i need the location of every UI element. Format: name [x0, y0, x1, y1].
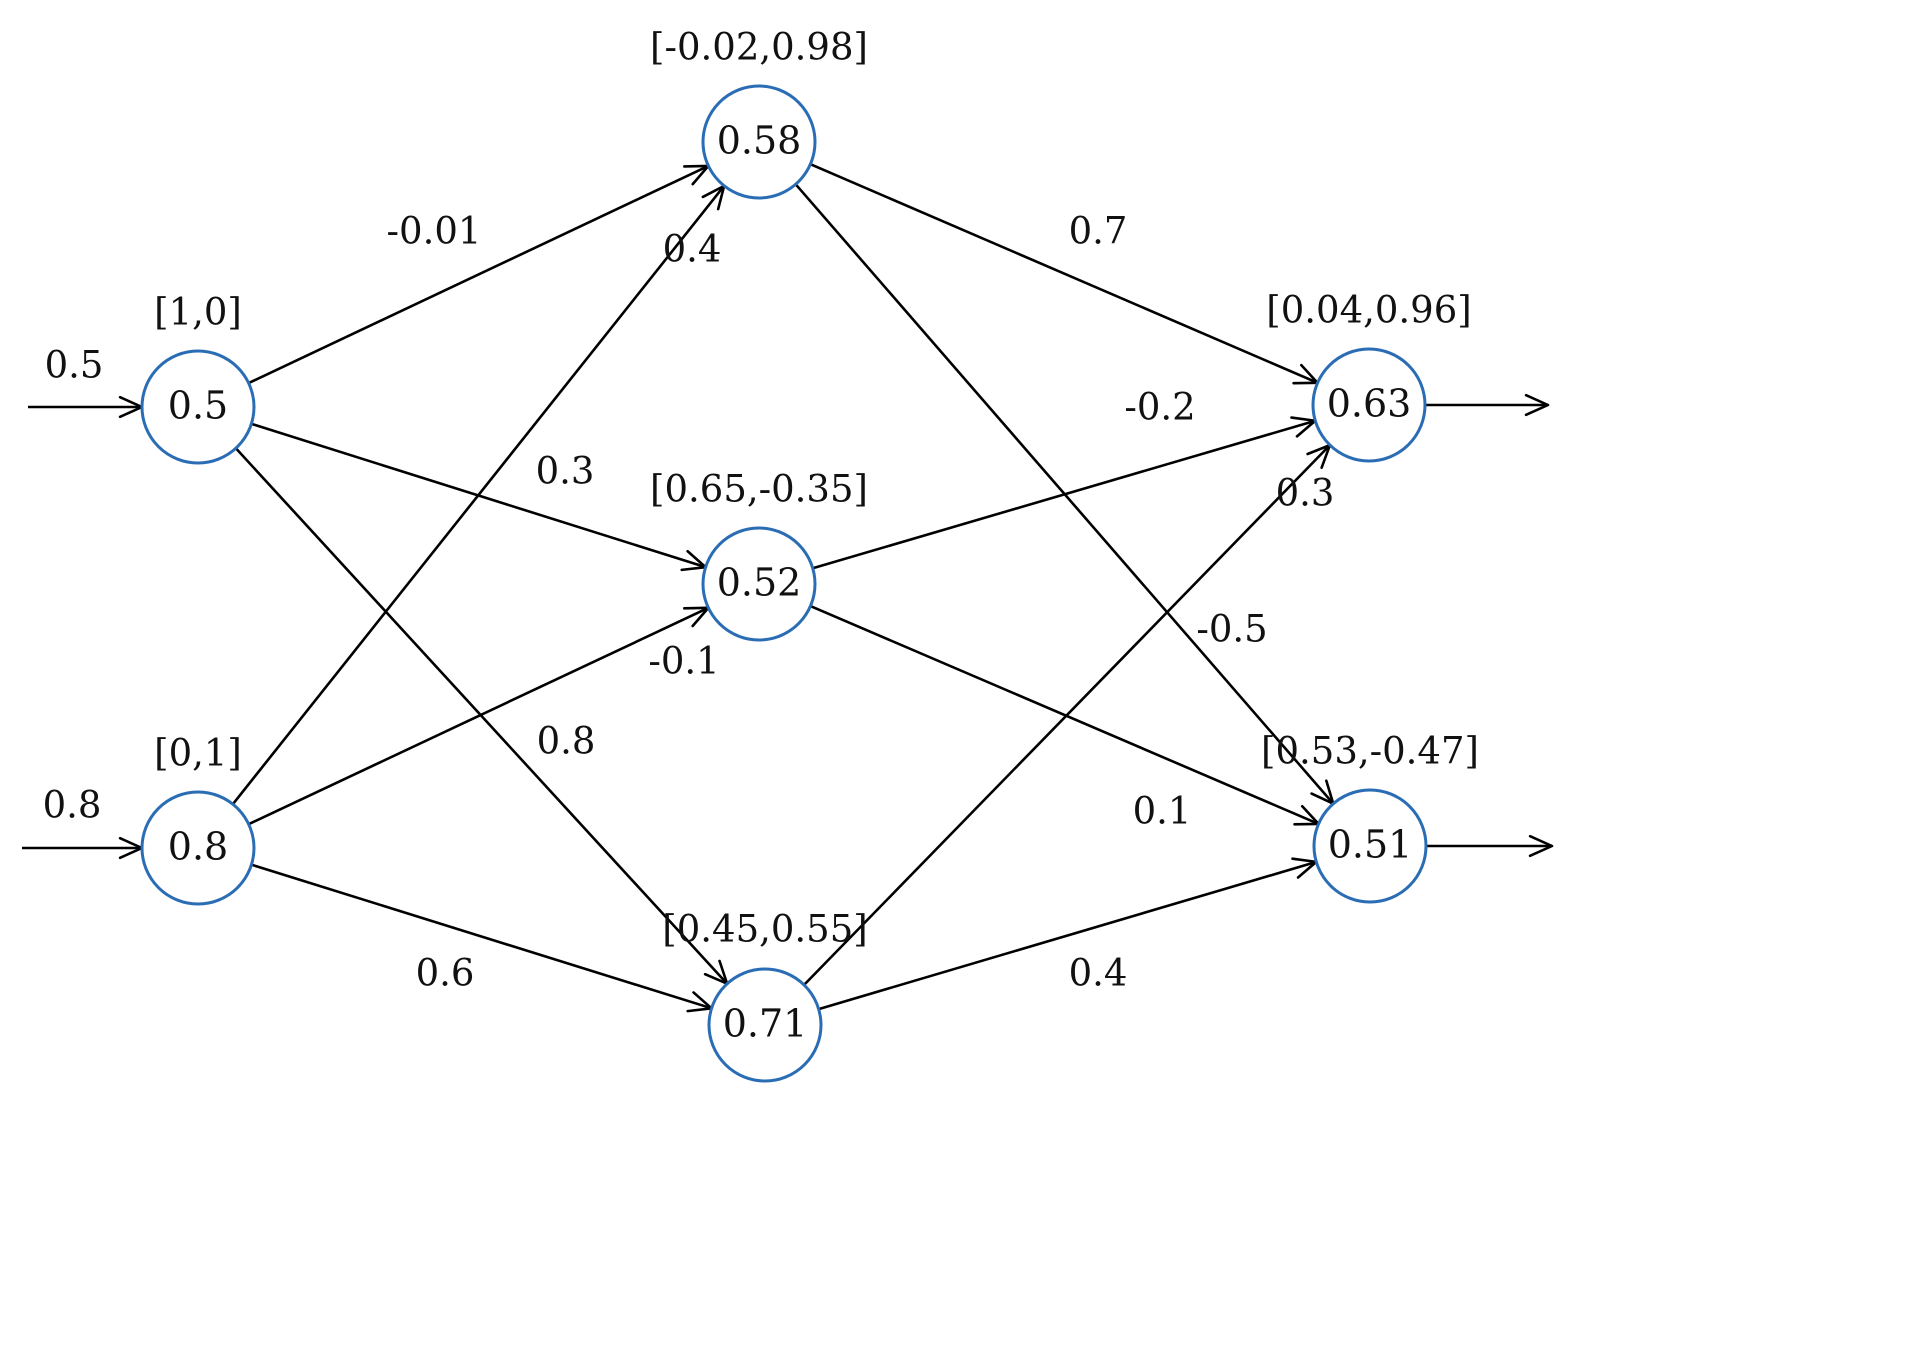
input-weight-label-in2: 0.8 — [43, 784, 102, 827]
node-circle-h1 — [701, 84, 817, 200]
node-vector-in2: [0,1] — [154, 732, 242, 775]
weight-label-h3-out1: 0.3 — [1276, 472, 1335, 515]
node-value-in2: 0.8 — [168, 825, 228, 869]
node-in1: 0.5 [1,0] — [140, 291, 256, 465]
node-circle-out2 — [1312, 788, 1428, 904]
edge-in2-h2 — [248, 606, 709, 826]
edges-layer — [22, 162, 1554, 1013]
weight-label-h2-out1: -0.2 — [1124, 386, 1195, 429]
node-vector-out1: [0.04,0.96] — [1266, 289, 1471, 332]
edge-in2-h3 — [251, 863, 712, 1010]
output-arrowhead-out2 — [1528, 834, 1554, 858]
weight-label-in2-h2: -0.1 — [648, 640, 719, 683]
node-vector-out2: [0.53,-0.47] — [1261, 730, 1479, 773]
weight-label-in2-h3: 0.6 — [416, 952, 475, 995]
weight-label-h2-out2: 0.1 — [1133, 790, 1192, 833]
node-vector-h1: [-0.02,0.98] — [650, 26, 868, 69]
node-value-h1: 0.58 — [717, 119, 802, 163]
weight-label-h3-out2: 0.4 — [1069, 952, 1128, 995]
weight-label-in1-h3: 0.8 — [537, 720, 596, 763]
weight-label-h1-out2: -0.5 — [1196, 608, 1267, 651]
output-arrowhead-out1 — [1524, 393, 1550, 417]
weight-label-in2-h1: 0.4 — [663, 228, 722, 271]
node-in2: 0.8 [0,1] — [140, 732, 256, 906]
weight-label-in1-h1: -0.01 — [387, 210, 482, 253]
edge-in1-h1 — [248, 164, 709, 385]
weight-label-in1-h2: 0.3 — [536, 450, 595, 493]
edge-h1-out1 — [809, 162, 1319, 385]
node-circle-out1 — [1311, 347, 1427, 463]
edge-h2-out1 — [812, 419, 1316, 570]
node-value-in1: 0.5 — [168, 384, 228, 428]
node-out1: 0.63 [0.04,0.96] — [1266, 289, 1472, 463]
node-out2: 0.51 [0.53,-0.47] — [1261, 730, 1479, 904]
node-vector-in1: [1,0] — [154, 291, 242, 334]
node-circle-h2 — [701, 526, 817, 642]
input-weight-label-in1: 0.5 — [45, 344, 104, 387]
neural-network-diagram: 0.50.8-0.010.30.80.4-0.10.60.7-0.5-0.20.… — [22, 26, 1554, 1083]
edge-h3-out1 — [803, 444, 1331, 986]
node-value-out1: 0.63 — [1327, 382, 1412, 426]
node-h2: 0.52 [0.65,-0.35] — [650, 468, 868, 642]
node-value-h2: 0.52 — [717, 561, 802, 605]
edge-in2-h1 — [231, 185, 726, 805]
node-value-h3: 0.71 — [723, 1002, 808, 1046]
edge-h3-out2 — [818, 860, 1317, 1011]
node-vector-h2: [0.65,-0.35] — [650, 468, 868, 511]
node-h3: 0.71 [0.45,0.55] — [662, 908, 868, 1083]
node-h1: 0.58 [-0.02,0.98] — [650, 26, 868, 200]
nodes-layer: 0.5 [1,0] 0.8 [0,1] 0.58 [-0.02,0.98] 0.52 [0.6… — [140, 26, 1479, 1083]
weight-label-h1-out1: 0.7 — [1069, 210, 1128, 253]
node-circle-in2 — [140, 790, 256, 906]
node-vector-h3: [0.45,0.55] — [662, 908, 867, 951]
node-circle-in1 — [140, 349, 256, 465]
node-circle-h3 — [707, 967, 823, 1083]
weight-labels-layer: 0.5 0.8 -0.01 0.3 0.8 0.4 -0.1 0.6 0.7 -0.5 -0.2 0.… — [43, 210, 1335, 995]
node-value-out2: 0.51 — [1328, 823, 1413, 867]
edge-h2-out2 — [809, 604, 1320, 826]
